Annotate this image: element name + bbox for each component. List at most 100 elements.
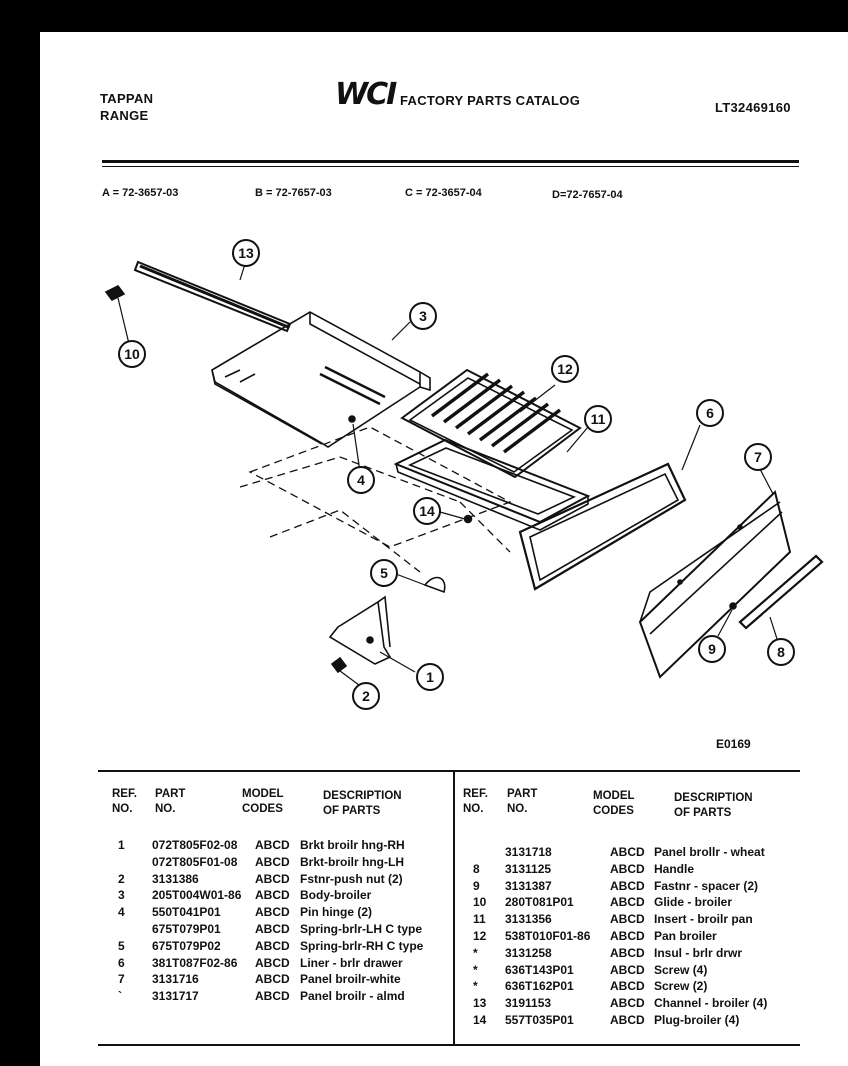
cell-model: ABCD xyxy=(610,1013,645,1027)
callout-label: 4 xyxy=(357,472,365,488)
catalog-number: LT32469160 xyxy=(715,100,791,115)
cell-model: ABCD xyxy=(610,945,645,960)
cell-desc: Glide - broiler xyxy=(654,895,733,910)
cell-part: 205T004W01-86 xyxy=(152,888,242,903)
cell-part: 3131717 xyxy=(152,989,199,1004)
cell-model: ABCD xyxy=(610,929,645,943)
cell-ref: 7 xyxy=(118,972,125,987)
model-c: C = 72-3657-04 xyxy=(405,187,482,199)
callout-label: 10 xyxy=(124,346,140,362)
part-panel-7 xyxy=(638,490,792,679)
cell-ref: 12 xyxy=(473,929,487,943)
cell-model: ABCD xyxy=(610,962,645,977)
cell-part: 3131718 xyxy=(505,845,552,859)
cell-part: 280T081P01 xyxy=(505,895,574,910)
header-model-codes: MODEL CODES xyxy=(242,788,284,815)
brand-line-1: TAPPAN xyxy=(100,91,154,106)
header-ref-no-right: REF. NO. xyxy=(463,788,488,815)
callout-label: 3 xyxy=(419,308,427,324)
cell-model: ABCD xyxy=(255,938,290,953)
wci-logo: WCI xyxy=(335,77,397,112)
cell-ref: 5 xyxy=(118,938,125,953)
catalog-title: FACTORY PARTS CATALOG xyxy=(400,93,581,108)
cell-ref: 1 xyxy=(118,838,125,852)
brand-label: TAPPAN RANGE xyxy=(100,90,153,124)
cell-desc: Screw (4) xyxy=(654,962,708,977)
cell-ref: * xyxy=(473,962,478,977)
cell-desc: Channel - broiler (4) xyxy=(654,996,768,1011)
cell-ref: 9 xyxy=(473,878,480,893)
cell-desc: Fstnr-push nut (2) xyxy=(300,871,403,886)
callout-label: 6 xyxy=(706,405,714,421)
callout-label: 7 xyxy=(754,449,762,465)
cell-part: 675T079P02 xyxy=(152,938,221,953)
callout-6: 6 xyxy=(696,399,724,427)
cell-ref: * xyxy=(473,979,478,994)
table-top-rule xyxy=(98,770,800,772)
cell-part: 3131125 xyxy=(505,861,552,876)
callout-12: 12 xyxy=(551,355,579,383)
header-description-right: DESCRIPTION OF PARTS xyxy=(674,792,753,819)
cell-part: 3131386 xyxy=(152,871,199,886)
cell-desc: Body-broiler xyxy=(300,888,372,903)
insulation-outline xyxy=(248,426,512,548)
cell-part: 381T087F02-86 xyxy=(152,955,238,970)
cell-ref: 2 xyxy=(118,871,125,886)
header-description: DESCRIPTION OF PARTS xyxy=(323,790,402,817)
cell-ref: 10 xyxy=(473,895,487,910)
callout-10: 10 xyxy=(118,340,146,368)
cell-desc: Plug-broiler (4) xyxy=(654,1013,740,1027)
callout-11: 11 xyxy=(584,405,612,433)
cell-model: ABCD xyxy=(255,905,290,920)
brand-line-2: RANGE xyxy=(100,108,149,123)
cell-model: ABCD xyxy=(255,972,290,987)
part-body-broiler-3 xyxy=(211,311,431,448)
cell-part: 072T805F01-08 xyxy=(152,854,238,869)
cell-model: ABCD xyxy=(610,845,645,859)
cell-model: ABCD xyxy=(610,912,645,927)
cell-desc: Pin hinge (2) xyxy=(300,905,372,920)
callout-8: 8 xyxy=(767,638,795,666)
cell-desc: Brkt-broilr hng-LH xyxy=(300,854,404,869)
header-model-codes-right: MODEL CODES xyxy=(593,790,635,817)
cell-model: ABCD xyxy=(255,871,290,886)
callout-label: 13 xyxy=(238,245,254,261)
cell-desc: Brkt broilr hng-RH xyxy=(300,838,405,852)
part-spacer-9 xyxy=(729,602,737,610)
cell-part: 636T162P01 xyxy=(505,979,574,994)
callout-14: 14 xyxy=(413,497,441,525)
cell-part: 3131258 xyxy=(505,945,552,960)
callout-9: 9 xyxy=(698,635,726,663)
callout-label: 12 xyxy=(557,361,573,377)
cell-ref: 13 xyxy=(473,996,487,1011)
cell-desc: Panel broilr - almd xyxy=(300,989,405,1004)
cell-ref: 14 xyxy=(473,1013,487,1027)
catalog-page: TAPPAN RANGE WCI FACTORY PARTS CATALOG L… xyxy=(40,32,848,1066)
header-ref-no: REF. NO. xyxy=(112,788,137,815)
cell-model: ABCD xyxy=(255,838,290,852)
part-pin-4 xyxy=(348,415,356,423)
callout-7: 7 xyxy=(744,443,772,471)
callout-label: 5 xyxy=(380,565,388,581)
cell-desc: Spring-brlr-RH C type xyxy=(300,938,424,953)
table-divider xyxy=(453,772,455,1044)
cell-ref: 8 xyxy=(473,861,480,876)
part-push-nut-2 xyxy=(330,656,348,674)
leader-lines xyxy=(117,263,779,689)
cell-desc: Liner - brlr drawer xyxy=(300,955,403,970)
cell-model: ABCD xyxy=(610,861,645,876)
cell-ref: 11 xyxy=(473,912,486,927)
cell-model: ABCD xyxy=(255,888,290,903)
cell-desc: Insul - brlr drwr xyxy=(654,945,743,960)
model-d: D=72-7657-04 xyxy=(552,189,623,201)
cell-part: 072T805F02-08 xyxy=(152,838,238,852)
cell-desc: Screw (2) xyxy=(654,979,708,994)
cell-part: 3191153 xyxy=(505,996,552,1011)
header-rule-thick xyxy=(102,160,799,163)
model-a: A = 72-3657-03 xyxy=(102,187,179,199)
header-rule-thin xyxy=(102,166,799,167)
cell-desc: Insert - broilr pan xyxy=(654,912,753,927)
part-bracket-1 xyxy=(328,595,392,665)
